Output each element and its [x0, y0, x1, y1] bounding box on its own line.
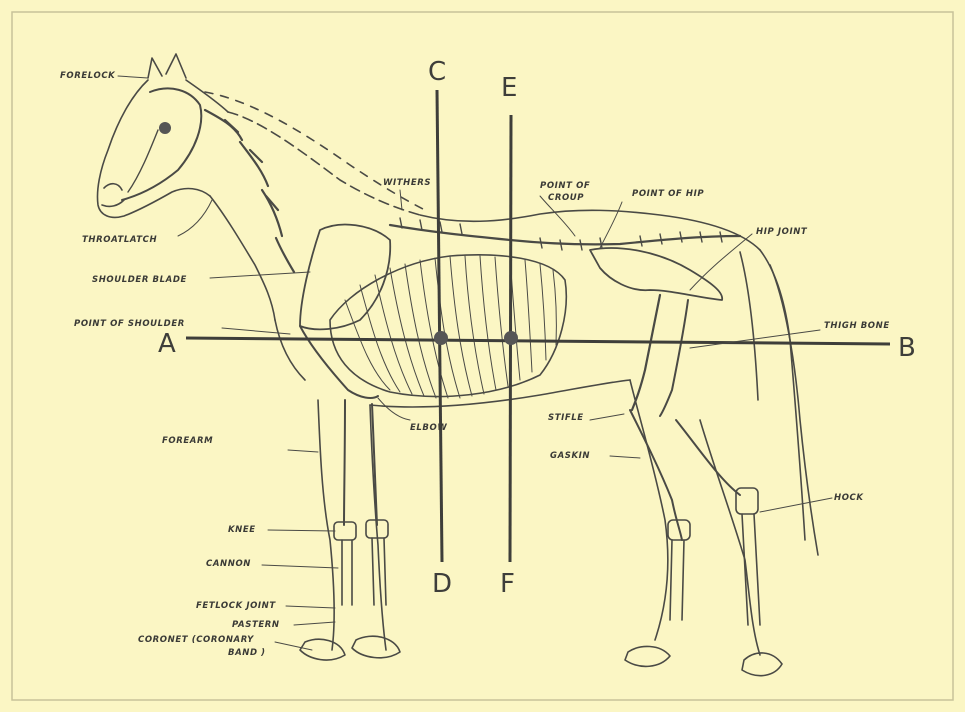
- label-point-of-shoulder: POINT OF SHOULDER: [74, 319, 185, 329]
- label-coronet-1: CORONET (CORONARY: [138, 635, 254, 645]
- label-point-of-croup-1: POINT OF: [540, 181, 590, 191]
- label-gaskin: GASKIN: [550, 451, 590, 461]
- horse-outline: [97, 54, 818, 676]
- label-withers: WITHERS: [383, 178, 431, 188]
- label-cannon: CANNON: [206, 559, 251, 569]
- label-fetlock-joint: FETLOCK JOINT: [196, 601, 276, 611]
- axis-label-f: F: [500, 569, 515, 599]
- label-thigh-bone: THIGH BONE: [824, 321, 890, 331]
- rib-cage: [330, 255, 566, 398]
- label-hip-joint: HIP JOINT: [756, 227, 808, 237]
- reference-axes: [186, 90, 890, 562]
- label-shoulder-blade: SHOULDER BLADE: [92, 275, 187, 285]
- axis-line-ab: [186, 338, 890, 344]
- label-knee: KNEE: [228, 525, 256, 535]
- label-coronet-2: BAND ): [228, 648, 266, 658]
- label-point-of-croup-2: CROUP: [548, 193, 584, 203]
- label-forearm: FOREARM: [162, 436, 213, 446]
- label-point-of-hip: POINT OF HIP: [632, 189, 704, 199]
- axis-label-a: A: [158, 329, 176, 359]
- axis-cross-ef: [504, 331, 518, 345]
- axis-label-b: B: [898, 333, 916, 363]
- page-frame: [12, 12, 953, 700]
- axis-letters: A B C D E F: [158, 57, 916, 599]
- label-pastern: PASTERN: [232, 620, 280, 630]
- axis-label-d: D: [432, 569, 452, 599]
- axis-line-cd: [437, 90, 442, 562]
- axis-label-e: E: [501, 73, 517, 103]
- part-labels: FORELOCK THROATLATCH SHOULDER BLADE POIN…: [60, 71, 890, 658]
- neck-vertebrae: [205, 110, 294, 272]
- label-stifle: STIFLE: [548, 413, 584, 423]
- axis-label-c: C: [428, 57, 446, 87]
- label-throatlatch: THROATLATCH: [82, 235, 157, 245]
- label-forelock: FORELOCK: [60, 71, 116, 81]
- axis-cross-cd: [434, 331, 448, 345]
- label-hock: HOCK: [834, 493, 864, 503]
- label-elbow: ELBOW: [410, 423, 447, 433]
